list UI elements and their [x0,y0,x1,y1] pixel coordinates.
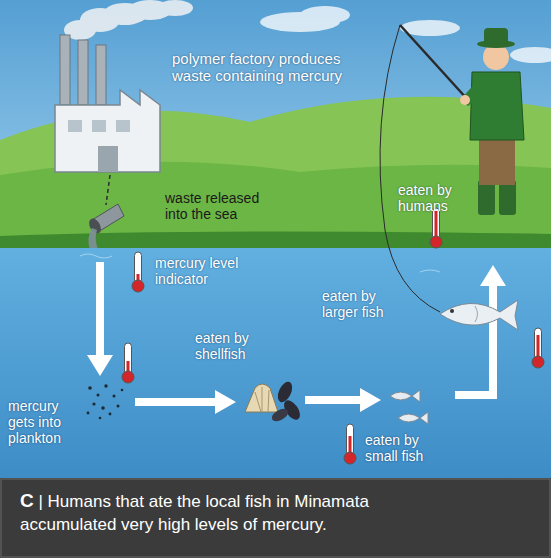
illustration-label: mercury level indicator [155,255,260,287]
sky [0,0,551,250]
caption-border [1,479,550,557]
waste-pipe [87,204,124,250]
hidden-pipe [106,175,110,205]
illustration-label: eaten by shellfish [195,330,273,362]
fisherman [380,25,524,312]
illustration-label: eaten by larger fish [322,288,402,320]
mercury-thermometers [122,208,544,464]
small-fish [390,390,428,424]
illustration-label: mercury gets into plankton [8,398,82,446]
shore [0,231,551,250]
illustration-label: eaten by humans [398,182,470,214]
meadow [0,162,551,250]
illustration-label: polymer factory produces waste containin… [172,50,372,85]
plankton [87,384,124,419]
caption-bar [0,478,551,558]
sea [0,248,551,480]
larger-fish [440,300,518,330]
illustration-label: waste released into the sea [165,190,280,222]
factory [55,35,160,172]
shellfish [245,379,303,423]
illustration-label: eaten by small fish [365,432,449,464]
flow-arrows [87,262,506,414]
smoke [64,0,193,40]
figure-caption: C | Humans that ate the local fish in Mi… [20,489,465,536]
